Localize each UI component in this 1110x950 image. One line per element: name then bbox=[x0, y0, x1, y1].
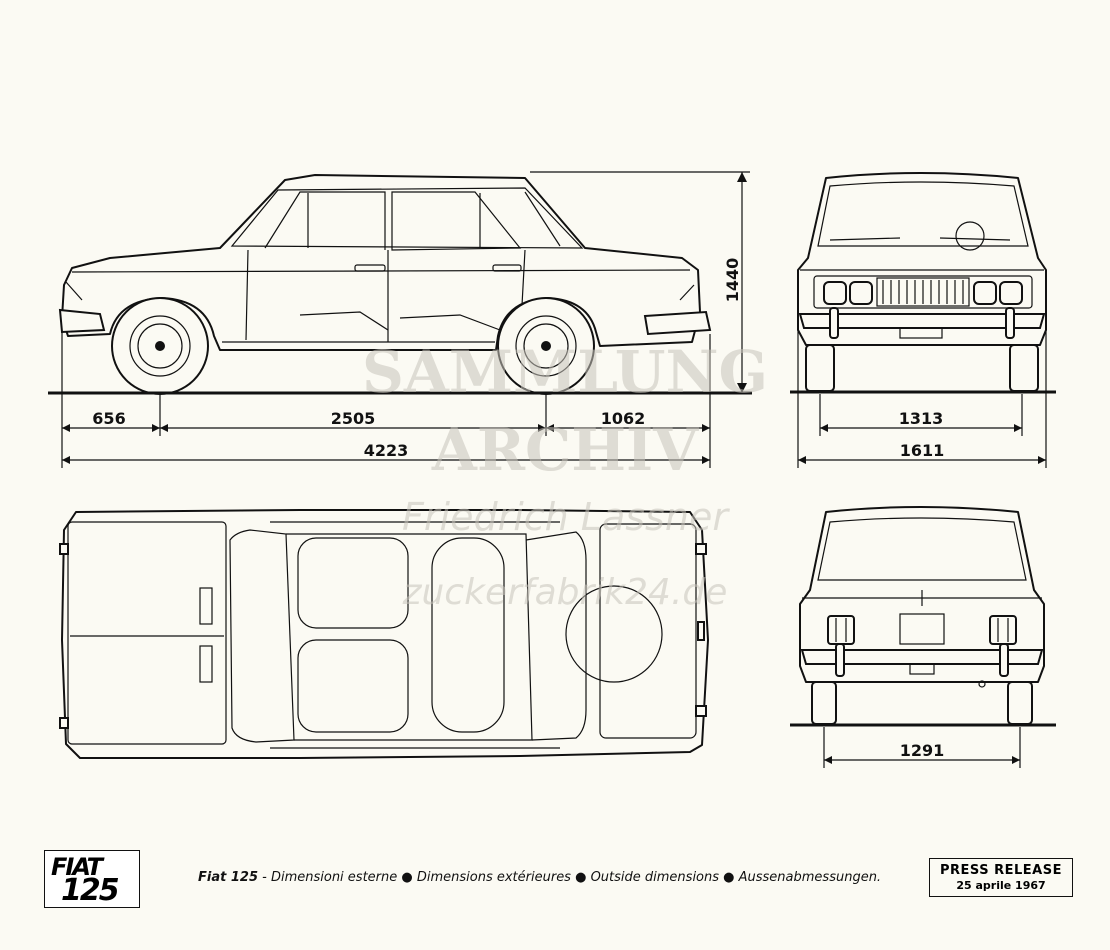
watermark-line-3: Friedrich Lassner bbox=[402, 495, 730, 539]
front-view bbox=[790, 172, 1056, 394]
dim-overall-length: 4223 bbox=[364, 441, 409, 460]
watermark-line-4: zuckerfabrik24.de bbox=[402, 572, 728, 613]
dim-height: 1440 bbox=[723, 258, 742, 303]
dim-front-track: 1313 bbox=[899, 409, 944, 428]
caption-text: - Dimensioni esterne ● Dimensions extéri… bbox=[258, 870, 882, 885]
watermark-line-1: SAMMLUNG bbox=[362, 338, 768, 406]
press-release-title: PRESS RELEASE bbox=[940, 863, 1062, 878]
dim-front-overhang: 656 bbox=[92, 409, 125, 428]
front-dimension-lines bbox=[797, 330, 1047, 468]
logo-brand: FIAT bbox=[51, 853, 103, 881]
caption-model: Fiat 125 bbox=[198, 870, 258, 885]
fiat-125-logo: FIAT 125 bbox=[44, 850, 140, 908]
rear-dimension-lines bbox=[823, 727, 1021, 768]
side-view bbox=[48, 174, 752, 395]
dim-overall-width: 1611 bbox=[900, 441, 945, 460]
logo-model: 125 bbox=[61, 873, 120, 908]
watermark-line-2: ARCHIV bbox=[431, 416, 699, 484]
caption: Fiat 125 - Dimensioni esterne ● Dimensio… bbox=[198, 870, 881, 885]
dim-wheelbase: 2505 bbox=[331, 409, 376, 428]
side-dimension-lines bbox=[61, 171, 750, 468]
press-release-date: 25 aprile 1967 bbox=[956, 879, 1046, 892]
top-view bbox=[59, 509, 709, 759]
dim-rear-overhang: 1062 bbox=[601, 409, 646, 428]
rear-view bbox=[790, 506, 1056, 727]
dim-rear-track: 1291 bbox=[900, 741, 945, 760]
press-release-box: PRESS RELEASE 25 aprile 1967 bbox=[929, 858, 1073, 897]
